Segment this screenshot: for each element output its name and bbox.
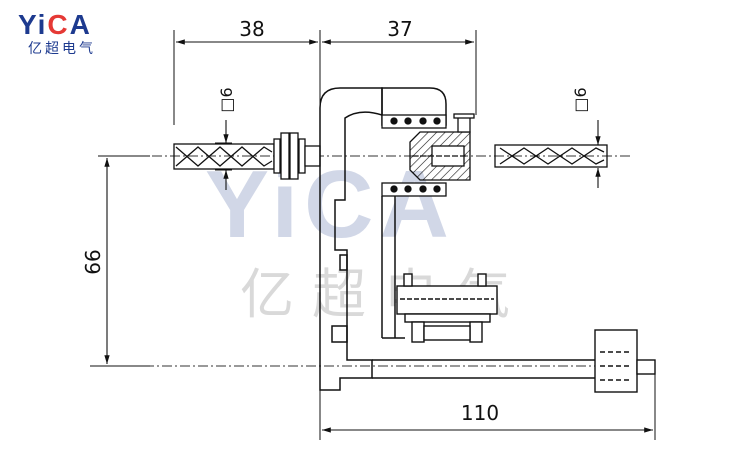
logo-letter-c: C: [47, 9, 70, 40]
dim-text-37: 37: [387, 17, 412, 41]
dimension-lines: [104, 39, 653, 433]
dim-text-right-square: □6: [571, 87, 590, 112]
dim-text-left-square: □6: [217, 87, 236, 112]
logo-subtitle: 亿超电气: [28, 41, 96, 57]
main-frame: [319, 87, 595, 391]
logo-letter-i: i: [37, 9, 48, 40]
dim-text-110: 110: [461, 401, 499, 425]
center-lines: [90, 155, 630, 367]
adjust-screw: [453, 113, 475, 133]
base-mount: [594, 329, 656, 393]
hatched-section: [409, 131, 471, 181]
right-core-spring: [494, 144, 608, 168]
upper-pole-block: [381, 114, 447, 129]
company-logo: YiCA 亿超电气: [18, 10, 128, 70]
logo-letter-a: A: [69, 9, 92, 40]
terminal-block: [396, 273, 498, 343]
vertical-arm: [381, 196, 405, 339]
left-core-spring: [173, 143, 275, 170]
logo-letter-y: Y: [18, 9, 38, 40]
dim-text-38: 38: [239, 17, 264, 41]
lower-pole-block: [381, 182, 447, 197]
left-flange: [273, 132, 321, 180]
logo-brand: YiCA: [18, 10, 128, 40]
dim-text-66: 66: [81, 249, 105, 274]
